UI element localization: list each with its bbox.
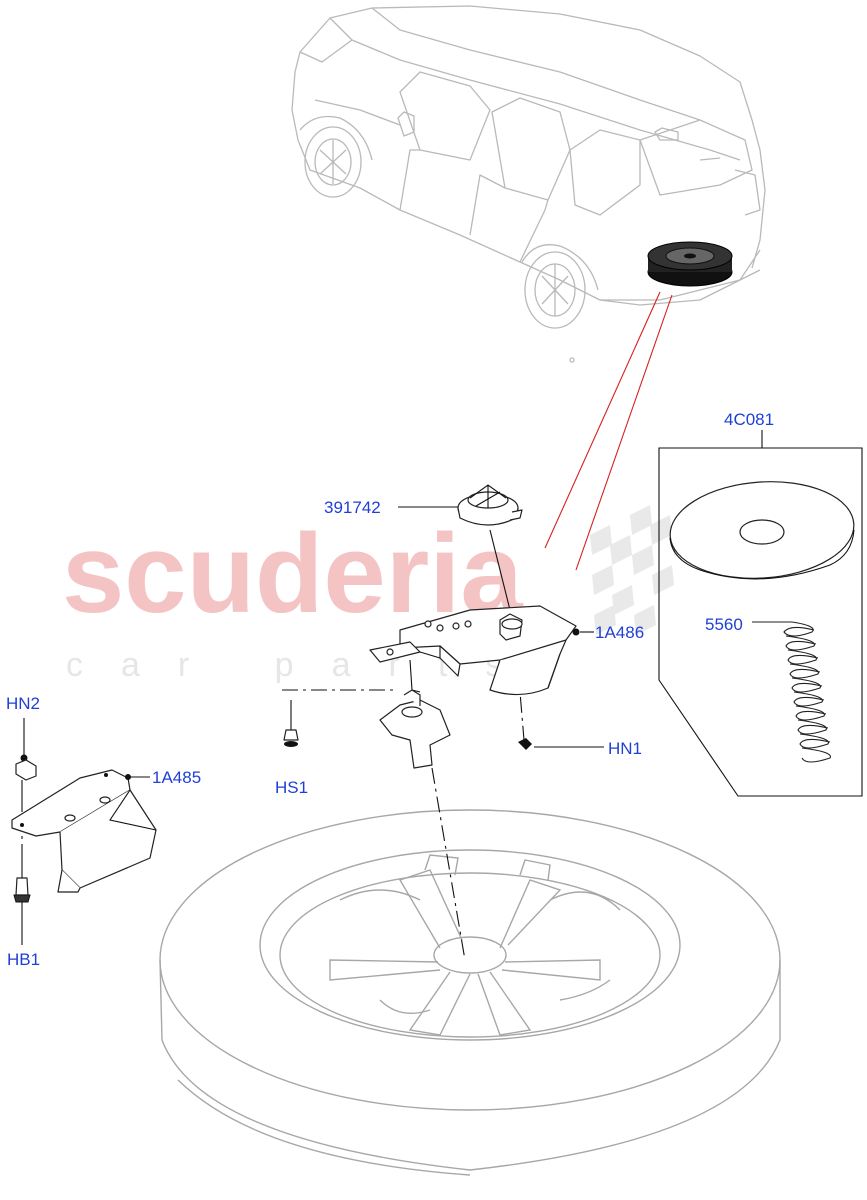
vehicle-outline bbox=[291, 5, 766, 363]
spring-5560-part bbox=[752, 621, 831, 763]
bolt-HB1-part bbox=[13, 860, 31, 945]
nut-HN2-part bbox=[15, 718, 37, 812]
callout-5560[interactable]: 5560 bbox=[705, 615, 743, 634]
nut-HN1-part bbox=[518, 738, 604, 750]
screw-HS1-part bbox=[283, 700, 299, 747]
callout-4C081[interactable]: 4C081 bbox=[724, 410, 774, 429]
red-leader-lines bbox=[544, 291, 673, 571]
callout-391742[interactable]: 391742 bbox=[324, 498, 381, 517]
winch-housing-part bbox=[379, 689, 451, 769]
watermark-brand: scuderia bbox=[62, 511, 523, 636]
spare-wheel-location-icon bbox=[647, 241, 733, 287]
callout-HS1[interactable]: HS1 bbox=[275, 778, 308, 797]
callout-HN2[interactable]: HN2 bbox=[6, 694, 40, 713]
bracket-1A485-part bbox=[11, 769, 157, 893]
carrier-bracket-1A486-part bbox=[369, 605, 580, 696]
watermark-tagline: car parts bbox=[66, 646, 540, 684]
callout-leaders bbox=[128, 506, 594, 778]
watermark: scuderia car parts bbox=[62, 505, 692, 684]
spare-wheel-tyre bbox=[159, 809, 781, 1176]
cover-disc-part bbox=[669, 481, 855, 580]
callout-1A486[interactable]: 1A486 bbox=[595, 623, 644, 642]
kit-4C081-box bbox=[658, 430, 863, 797]
callout-1A485[interactable]: 1A485 bbox=[152, 768, 201, 787]
callout-HN1[interactable]: HN1 bbox=[608, 739, 642, 758]
callout-HB1[interactable]: HB1 bbox=[7, 950, 40, 969]
clamp-391742-part bbox=[457, 484, 523, 611]
